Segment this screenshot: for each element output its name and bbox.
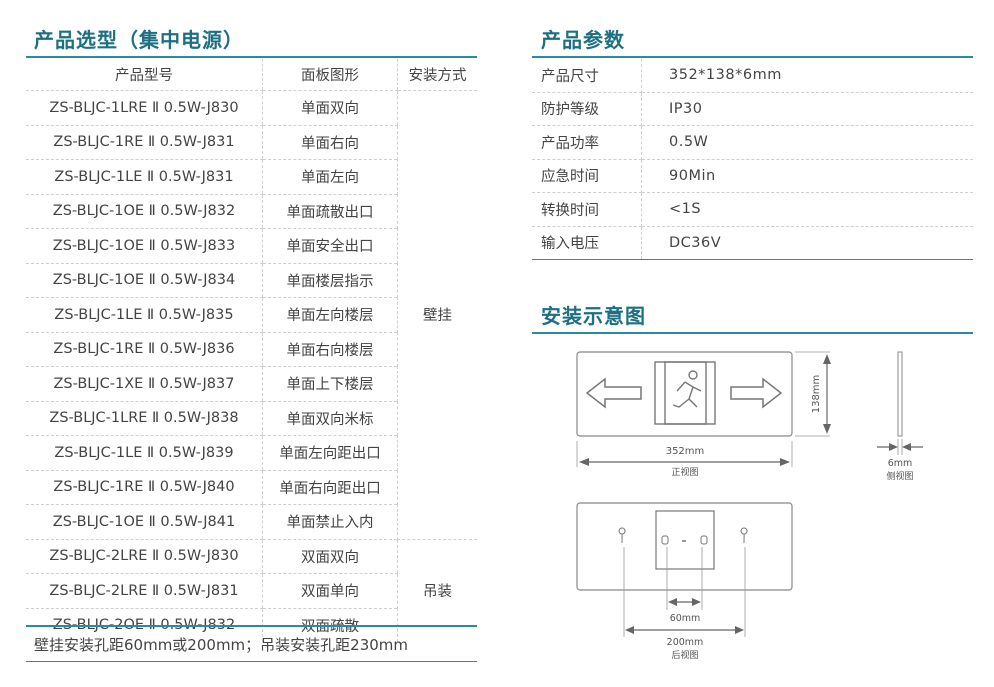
front-caption: 正视图 [671,466,698,478]
side-caption: 侧视图 [886,470,913,482]
running-man-icon [654,361,716,425]
panel-cell: 单面上下楼层 [262,366,398,402]
panel-cell: 单面右向距出口 [262,470,398,505]
rear-caption: 后视图 [671,649,698,661]
rear-gap-small-label: 60mm [670,613,701,624]
panel-cell: 单面安全出口 [262,228,398,264]
header-model: 产品型号 [26,59,263,91]
params-title-rule [532,56,973,58]
front-height-label: 138mm [811,375,822,414]
front-view: 352mm 正视图 138mm [576,351,831,478]
selection-title-rule [26,56,477,58]
param-value: 90Min [641,159,973,193]
model-cell: ZS-BLJC-1LE Ⅱ 0.5W-J831 [26,159,263,195]
side-view: 6mm 侧视图 [877,351,923,482]
model-cell: ZS-BLJC-1LE Ⅱ 0.5W-J835 [26,297,263,333]
panel-cell: 单面左向距出口 [262,435,398,471]
model-cell: ZS-BLJC-2LRE Ⅱ 0.5W-J831 [26,573,263,609]
param-value: IP30 [641,92,973,126]
model-cell: ZS-BLJC-1RE Ⅱ 0.5W-J831 [26,125,263,160]
model-cell: ZS-BLJC-1XE Ⅱ 0.5W-J837 [26,366,263,402]
panel-cell: 双面双向 [262,539,398,574]
panel-cell: 单面楼层指示 [262,263,398,298]
model-cell: ZS-BLJC-1OE Ⅱ 0.5W-J832 [26,194,263,229]
mount-wall-cell: 壁挂 [397,90,477,540]
panel-cell: 双面单向 [262,573,398,609]
model-cell: ZS-BLJC-1LE Ⅱ 0.5W-J839 [26,435,263,471]
model-cell: ZS-BLJC-1RE Ⅱ 0.5W-J836 [26,332,263,367]
panel-cell: 单面右向楼层 [262,332,398,367]
rear-gap-large-label: 200mm [667,637,704,648]
param-name: 应急时间 [532,159,642,193]
param-value: <1S [641,192,973,227]
model-cell: ZS-BLJC-1LRE Ⅱ 0.5W-J838 [26,401,263,436]
param-name: 转换时间 [532,192,642,227]
model-cell: ZS-BLJC-1LRE Ⅱ 0.5W-J830 [26,90,263,126]
panel-cell: 单面双向 [262,90,398,126]
mount-hang-cell: 吊装 [397,539,477,642]
panel-cell: 单面疏散出口 [262,194,398,229]
model-cell: ZS-BLJC-1OE Ⅱ 0.5W-J834 [26,263,263,298]
install-diagram: 352mm 正视图 138mm 6mm 侧视图 [576,351,923,661]
front-width-label: 352mm [666,446,705,457]
selection-title: 产品选型（集中电源） [34,28,244,52]
rear-view: 60mm 200mm 后视图 [576,502,793,661]
header-mount: 安装方式 [397,59,477,91]
param-value: 352*138*6mm [641,59,973,93]
param-value: 0.5W [641,125,973,160]
param-name: 产品尺寸 [532,59,642,93]
param-name: 输入电压 [532,226,642,260]
model-cell: ZS-BLJC-1RE Ⅱ 0.5W-J840 [26,470,263,505]
model-cell: ZS-BLJC-1OE Ⅱ 0.5W-J841 [26,504,263,540]
mounting-note: 壁挂安装孔距60mm或200mm；吊装安装孔距230mm [26,625,477,662]
keyhole-icon [618,527,748,545]
install-title-rule [532,332,973,334]
panel-cell: 单面左向 [262,159,398,195]
param-name: 产品功率 [532,125,642,160]
right-arrow-icon [730,377,783,409]
param-name: 防护等级 [532,92,642,126]
selection-header-row: 产品型号 面板图形 安装方式 [26,59,477,91]
panel-cell: 单面双向米标 [262,401,398,436]
side-thickness-label: 6mm [888,458,913,469]
param-value: DC36V [641,226,973,260]
param-row: 转换时间<1S [532,192,973,227]
header-panel: 面板图形 [262,59,398,91]
panel-cell: 单面左向楼层 [262,297,398,333]
model-cell: ZS-BLJC-1OE Ⅱ 0.5W-J833 [26,228,263,264]
model-cell: ZS-BLJC-2LRE Ⅱ 0.5W-J830 [26,539,263,574]
install-title: 安装示意图 [541,304,646,328]
params-title: 产品参数 [541,28,625,52]
left-arrow-icon [585,377,642,409]
panel-cell: 单面右向 [262,125,398,160]
panel-cell: 单面禁止入内 [262,504,398,540]
